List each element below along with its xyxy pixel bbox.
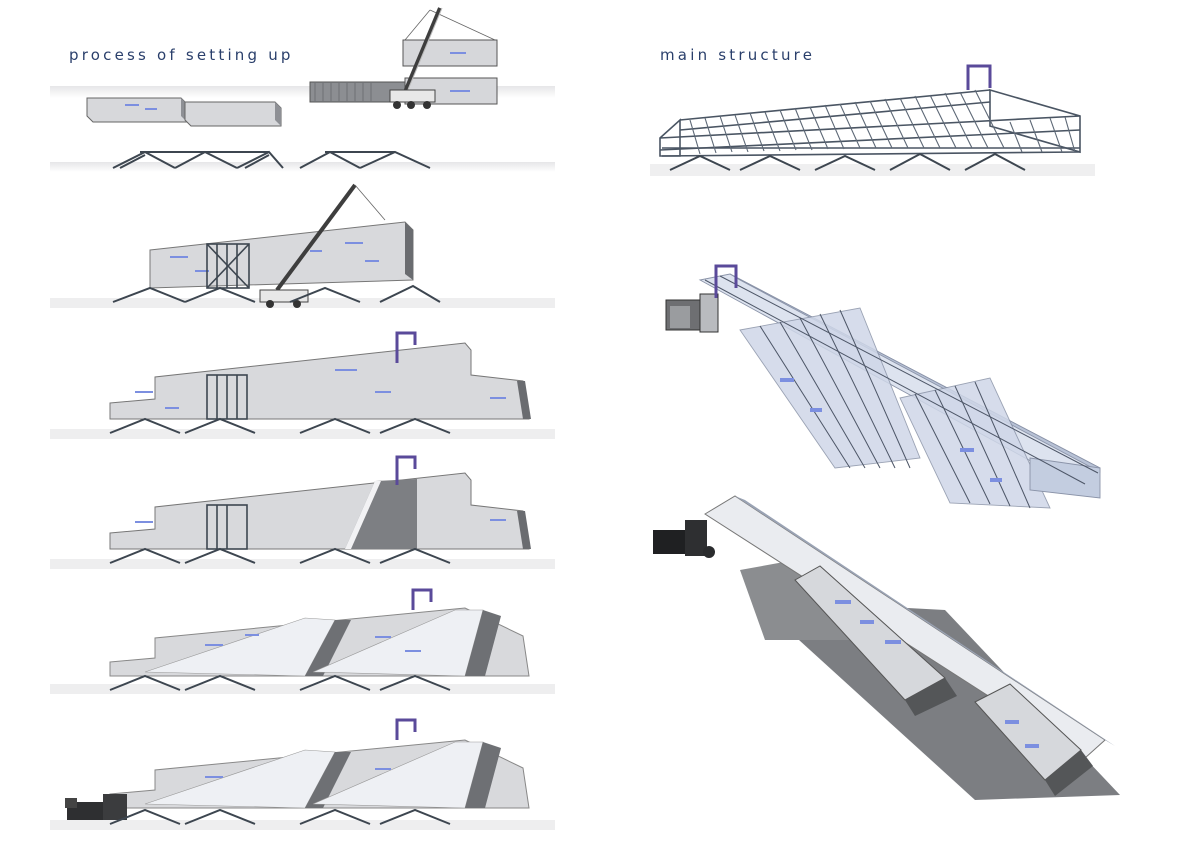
process-title: process of setting up [69,46,294,64]
gantry-crane [966,64,992,90]
ground-strip [50,559,555,569]
truss-frame-view [650,60,1100,185]
service-units [653,520,715,558]
support-legs [669,152,1026,171]
open-frame [206,504,248,550]
setup-step-2 [45,180,565,315]
glass-frame-lines [704,275,1099,509]
setup-step-4 [45,445,565,575]
setup-step-3 [45,315,565,445]
truss-frame [659,88,1081,157]
container-module [184,101,282,127]
gantry-crane [411,588,433,610]
ground-strip [50,820,555,830]
service-units [665,293,719,333]
container-module [86,97,188,123]
ground-strip [50,429,555,439]
crane-truck [389,7,443,109]
open-frame [206,374,248,420]
solid-structure-view [645,490,1135,820]
wall-module [109,342,531,420]
glass-structure-view [660,258,1110,518]
gantry-crane [395,718,417,740]
blue-glazing [780,378,1002,482]
gantry-crane [714,264,738,298]
roof-segment [144,609,501,677]
gantry-crane [395,455,417,485]
gantry-crane [395,331,417,363]
support-legs [109,808,451,825]
truss-bracing [689,89,1076,155]
service-units [65,794,127,820]
hanging-container [402,9,498,67]
support-legs [112,150,431,169]
wall-module [149,221,414,289]
wall-module [109,472,531,550]
setup-step-1 [45,0,565,180]
setup-step-5 [45,580,565,705]
roof-segment [794,565,1093,796]
roof-segment [144,741,501,809]
support-legs [109,417,451,434]
ground-strip [650,164,1095,176]
structure-title: main structure [660,46,816,64]
support-legs [112,284,441,303]
support-legs [109,547,451,564]
support-legs [109,674,451,691]
blue-glazing [835,600,1039,748]
setup-step-6 [45,712,565,837]
ground-strip [50,298,555,308]
roof-segment [345,479,417,549]
open-frame [206,243,250,289]
